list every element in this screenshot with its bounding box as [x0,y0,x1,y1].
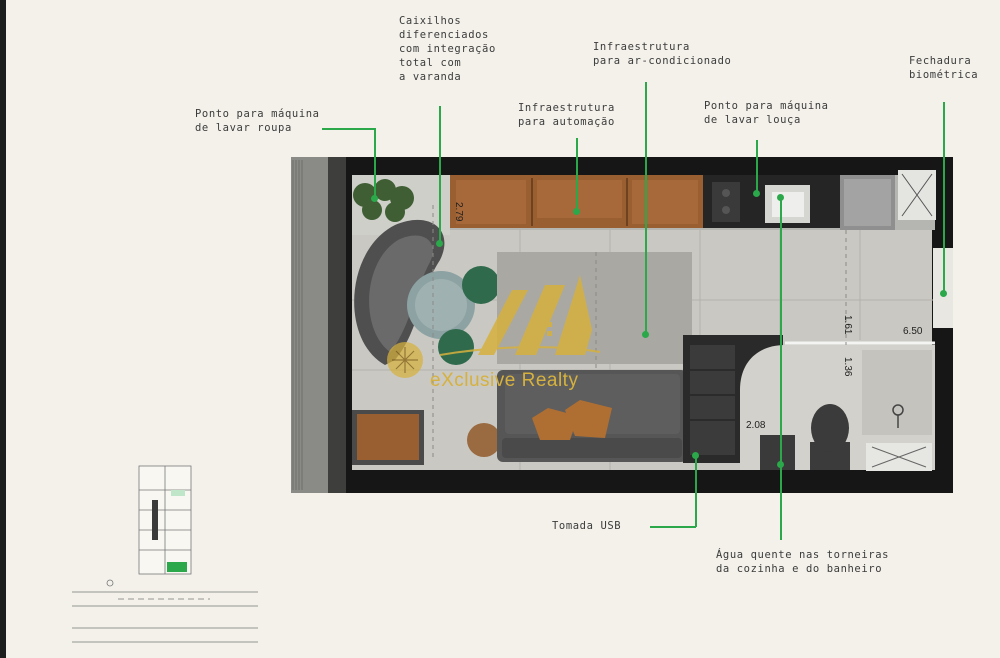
callout-dot [777,461,784,468]
callout-dishwasher: Ponto para máquina de lavar louça [704,100,829,126]
dimension-label: 1.36 [842,357,853,377]
callout-windows: Caixilhos diferenciados com integração t… [399,15,496,83]
dining-chair [438,329,474,365]
dimension-label: 2.79 [453,202,464,222]
side-table [467,423,501,457]
leader-line [943,102,945,294]
leader-line [576,138,578,212]
callout-dot [573,208,580,215]
dining-chair [462,266,500,304]
leader-line [322,128,374,130]
balcony-railing [292,160,303,490]
watermark-text: eXclusive Realty [430,370,579,391]
stair-block [690,345,735,455]
callout-dot [753,190,760,197]
callout-dot [777,194,784,201]
callout-hot-water: Água quente nas torneiras da cozinha e d… [716,549,890,575]
leader-line [374,128,376,198]
leader-line [650,526,696,528]
cooktop [712,182,740,222]
callout-dot [371,195,378,202]
leader-line [645,82,647,335]
shower [862,350,932,435]
callout-automation-infra: Infraestrutura para automação [518,102,615,128]
leader-line [780,198,782,540]
callout-ac-infra: Infraestrutura para ar-condicionado [593,41,732,67]
balcony-wall [328,157,348,493]
watermark-logo [387,275,601,378]
callout-laundry-machine: Ponto para máquina de lavar roupa [195,108,320,134]
site-map [72,465,258,643]
leader-line [695,456,697,527]
callout-dot [642,331,649,338]
callout-dot [436,240,443,247]
callout-usb-outlet: Tomada USB [552,520,622,532]
callout-dot [940,290,947,297]
callout-dot [692,452,699,459]
plant [353,179,414,222]
cushions [532,400,612,440]
dimension-label: 6.50 [903,326,923,337]
page-edge [0,0,6,658]
toilet [811,404,849,452]
dimension-label: 2.08 [746,420,766,431]
callout-biometric-lock: Fechadura biométrica [909,55,979,81]
dimension-label: 1.61 [842,315,853,335]
leader-line [756,140,758,194]
leader-line [439,106,441,243]
